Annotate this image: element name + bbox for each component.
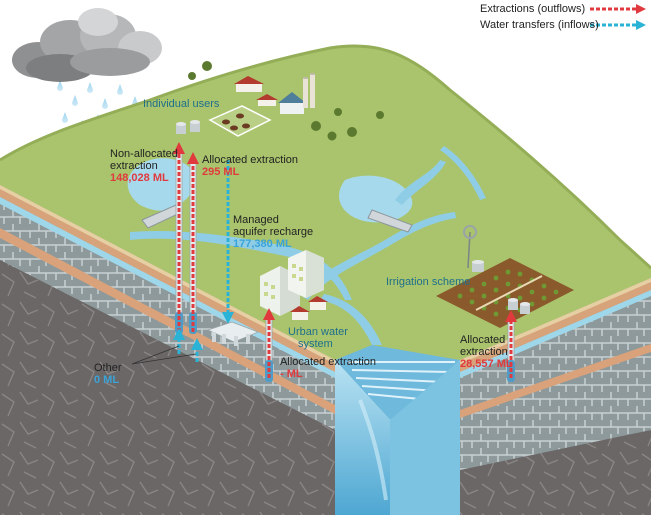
mar-value: 177,380 ML: [233, 238, 292, 250]
legend-transfers-label: Water transfers (inflows): [480, 19, 599, 31]
non-allocated-value: 148,028 ML: [110, 172, 169, 184]
river-canyon: [335, 345, 460, 515]
mar-label-line1: Managed: [233, 214, 279, 226]
allocated-left-value: 295 ML: [202, 166, 240, 178]
non-allocated-label-line2: extraction: [110, 160, 158, 172]
urban-label-line1: Urban water: [288, 326, 348, 338]
legend-outflow-arrow-icon: [590, 4, 646, 14]
livestock-paddock: [208, 105, 272, 137]
legend-inflow-arrow-icon: [590, 20, 646, 30]
trees: [188, 61, 384, 141]
extraction-arrowheads: [173, 142, 517, 322]
extraction-arrows: [177, 152, 513, 378]
water-tanks-individual: [176, 120, 200, 134]
urban-allocated-label: Allocated extraction: [280, 356, 376, 368]
other-value: 0 ML: [94, 374, 120, 386]
weir-structures: [141, 204, 413, 233]
irrigation-fields: [436, 258, 574, 328]
other-label: Other: [94, 362, 122, 374]
irrigation-allocated-value: 28,557 ML: [460, 358, 513, 370]
farm-buildings: [234, 73, 315, 114]
recharge-structure: [206, 321, 260, 346]
individual-users-label: Individual users: [143, 98, 220, 110]
irrigation-scheme-label: Irrigation scheme: [386, 276, 471, 288]
mar-label-line2: aquifer recharge: [233, 226, 314, 238]
windmill-icon: [463, 225, 484, 272]
irrigation-allocated-line1: Allocated: [460, 334, 506, 346]
allocated-left-label: Allocated extraction: [202, 154, 298, 166]
other-pointer-lines: [131, 345, 197, 365]
urban-allocated-value: - ML: [280, 368, 303, 380]
legend-extractions-label: Extractions (outflows): [480, 3, 586, 15]
non-allocated-label-line1: Non-allocated: [110, 148, 178, 160]
urban-buildings: [260, 250, 328, 320]
irrigation-allocated-line2: extraction: [460, 346, 508, 358]
urban-label-line2: system: [298, 338, 333, 350]
recharge-arrowheads: [173, 312, 234, 350]
